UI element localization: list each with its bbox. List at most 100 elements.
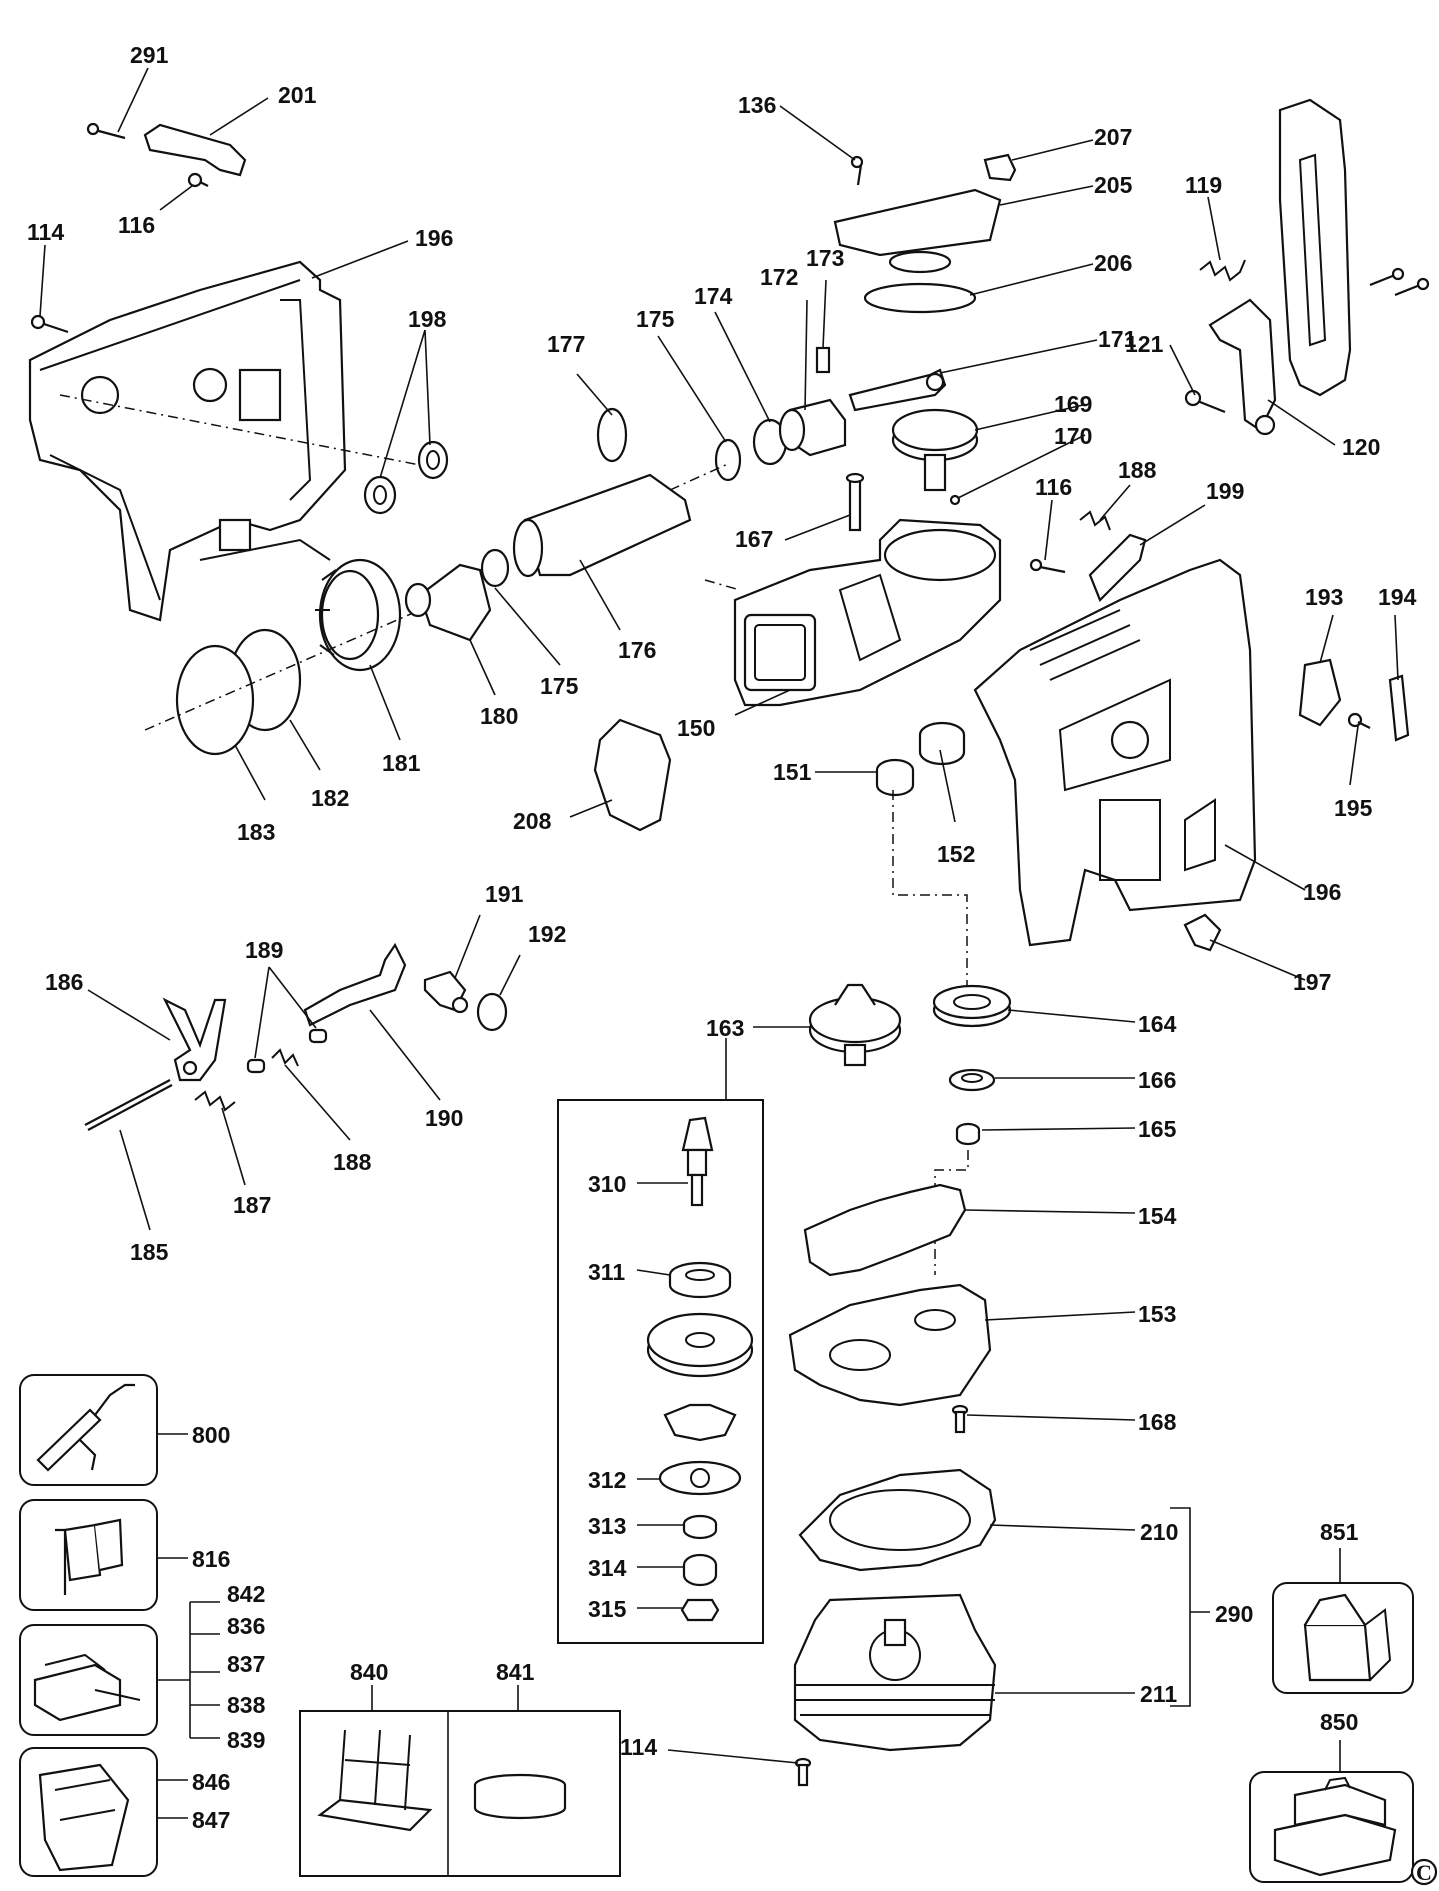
pinion-310: [681, 1116, 714, 1207]
label-206: 206: [1094, 250, 1132, 276]
label-114: 114: [27, 219, 64, 245]
label-290: 290: [1215, 1601, 1253, 1627]
clip-201: [143, 123, 247, 177]
strip-194: [1388, 674, 1410, 742]
label-150: 150: [677, 715, 715, 741]
label-847: 847: [192, 1807, 230, 1833]
connecting-rod-171: [848, 368, 947, 412]
label-208: 208: [513, 808, 552, 834]
label-315: 315: [588, 1596, 627, 1622]
side-handle: [1278, 98, 1352, 397]
label-311: 311: [588, 1259, 625, 1285]
spring-187: [194, 1090, 236, 1112]
bracket-290: [1170, 1507, 1210, 1707]
screws-handle: [1369, 267, 1430, 297]
ring-183: [175, 644, 255, 756]
label-837: 837: [227, 1651, 265, 1677]
label-169: 169: [1054, 391, 1092, 417]
copyright-mark: C: [1410, 1858, 1438, 1886]
motor-housing-211: [793, 1593, 997, 1752]
label-114-bottom: 114: [620, 1734, 657, 1760]
piston-172: [778, 398, 847, 457]
label-168: 168: [1138, 1409, 1177, 1435]
label-193: 193: [1305, 584, 1343, 610]
label-207: 207: [1094, 124, 1132, 150]
lever-190: [303, 942, 407, 1027]
label-313: 313: [588, 1513, 626, 1539]
label-846: 846: [192, 1769, 230, 1795]
label-151: 151: [773, 759, 812, 785]
bearing-152: [918, 721, 966, 766]
label-119: 119: [1185, 172, 1222, 198]
gear-housing-150: [733, 518, 1002, 707]
gear-164: [932, 984, 1012, 1028]
rod-185: [84, 1079, 173, 1131]
label-181: 181: [382, 750, 421, 776]
label-187: 187: [233, 1192, 271, 1218]
gasket-154: [803, 1183, 967, 1277]
label-192: 192: [528, 921, 566, 947]
label-116-mid: 116: [1035, 474, 1072, 500]
label-182: 182: [311, 785, 349, 811]
washers-198: [363, 440, 449, 515]
lever-120: [1208, 298, 1277, 436]
cylinder-176: [512, 473, 692, 578]
label-171: 171: [1098, 326, 1137, 352]
seal-166: [948, 1068, 996, 1092]
pin-189: [246, 1028, 328, 1074]
seal-ring-206: [863, 282, 977, 314]
grease-gun-800: [36, 1383, 135, 1472]
label-194: 194: [1378, 584, 1417, 610]
washer-312: [658, 1460, 742, 1496]
carton-851: [1303, 1593, 1392, 1682]
gear-163: [808, 983, 902, 1067]
case-842: [33, 1653, 141, 1722]
screw-291: [86, 122, 126, 140]
label-836: 836: [227, 1613, 265, 1639]
label-174: 174: [694, 283, 733, 309]
cover-plate-205: [833, 188, 1002, 274]
screw-168: [951, 1404, 969, 1434]
label-205: 205: [1094, 172, 1133, 198]
label-197: 197: [1293, 969, 1331, 995]
label-842: 842: [227, 1581, 265, 1607]
label-310: 310: [588, 1171, 626, 1197]
label-154: 154: [1138, 1203, 1177, 1229]
label-841: 841: [496, 1659, 535, 1685]
label-210: 210: [1140, 1519, 1178, 1545]
housing-shell-left: [28, 260, 347, 622]
screw-121: [1184, 389, 1226, 414]
gasket-208: [593, 718, 672, 832]
label-177: 177: [547, 331, 585, 357]
label-153: 153: [1138, 1301, 1176, 1327]
nut-315: [680, 1598, 720, 1622]
label-175: 175: [636, 306, 675, 332]
label-840: 840: [350, 1659, 388, 1685]
label-314: 314: [588, 1555, 627, 1581]
pin-173: [815, 346, 831, 374]
label-121: 121: [1125, 331, 1164, 357]
label-173: 173: [806, 245, 844, 271]
spring-188-top: [1079, 510, 1111, 531]
label-163: 163: [706, 1015, 744, 1041]
label-175-lower: 175: [540, 673, 579, 699]
label-190: 190: [425, 1105, 463, 1131]
housing-shell-right: [973, 558, 1257, 947]
label-800: 800: [192, 1422, 230, 1448]
label-189: 189: [245, 937, 283, 963]
gear-cover-153: [788, 1283, 992, 1407]
label-312: 312: [588, 1467, 626, 1493]
accessory-box-840-841: [299, 1710, 621, 1877]
label-211: 211: [1140, 1681, 1177, 1707]
knob-191: [423, 970, 469, 1014]
screw-136: [850, 155, 864, 186]
bracket-842-839: [157, 1601, 220, 1739]
screw-195: [1347, 712, 1371, 729]
switch-193: [1298, 658, 1342, 727]
spring-188-mid: [271, 1048, 299, 1067]
label-170: 170: [1054, 423, 1092, 449]
svg-text:C: C: [1416, 1860, 1432, 1885]
label-191: 191: [485, 881, 524, 907]
label-166: 166: [1138, 1067, 1176, 1093]
label-116: 116: [118, 212, 155, 238]
